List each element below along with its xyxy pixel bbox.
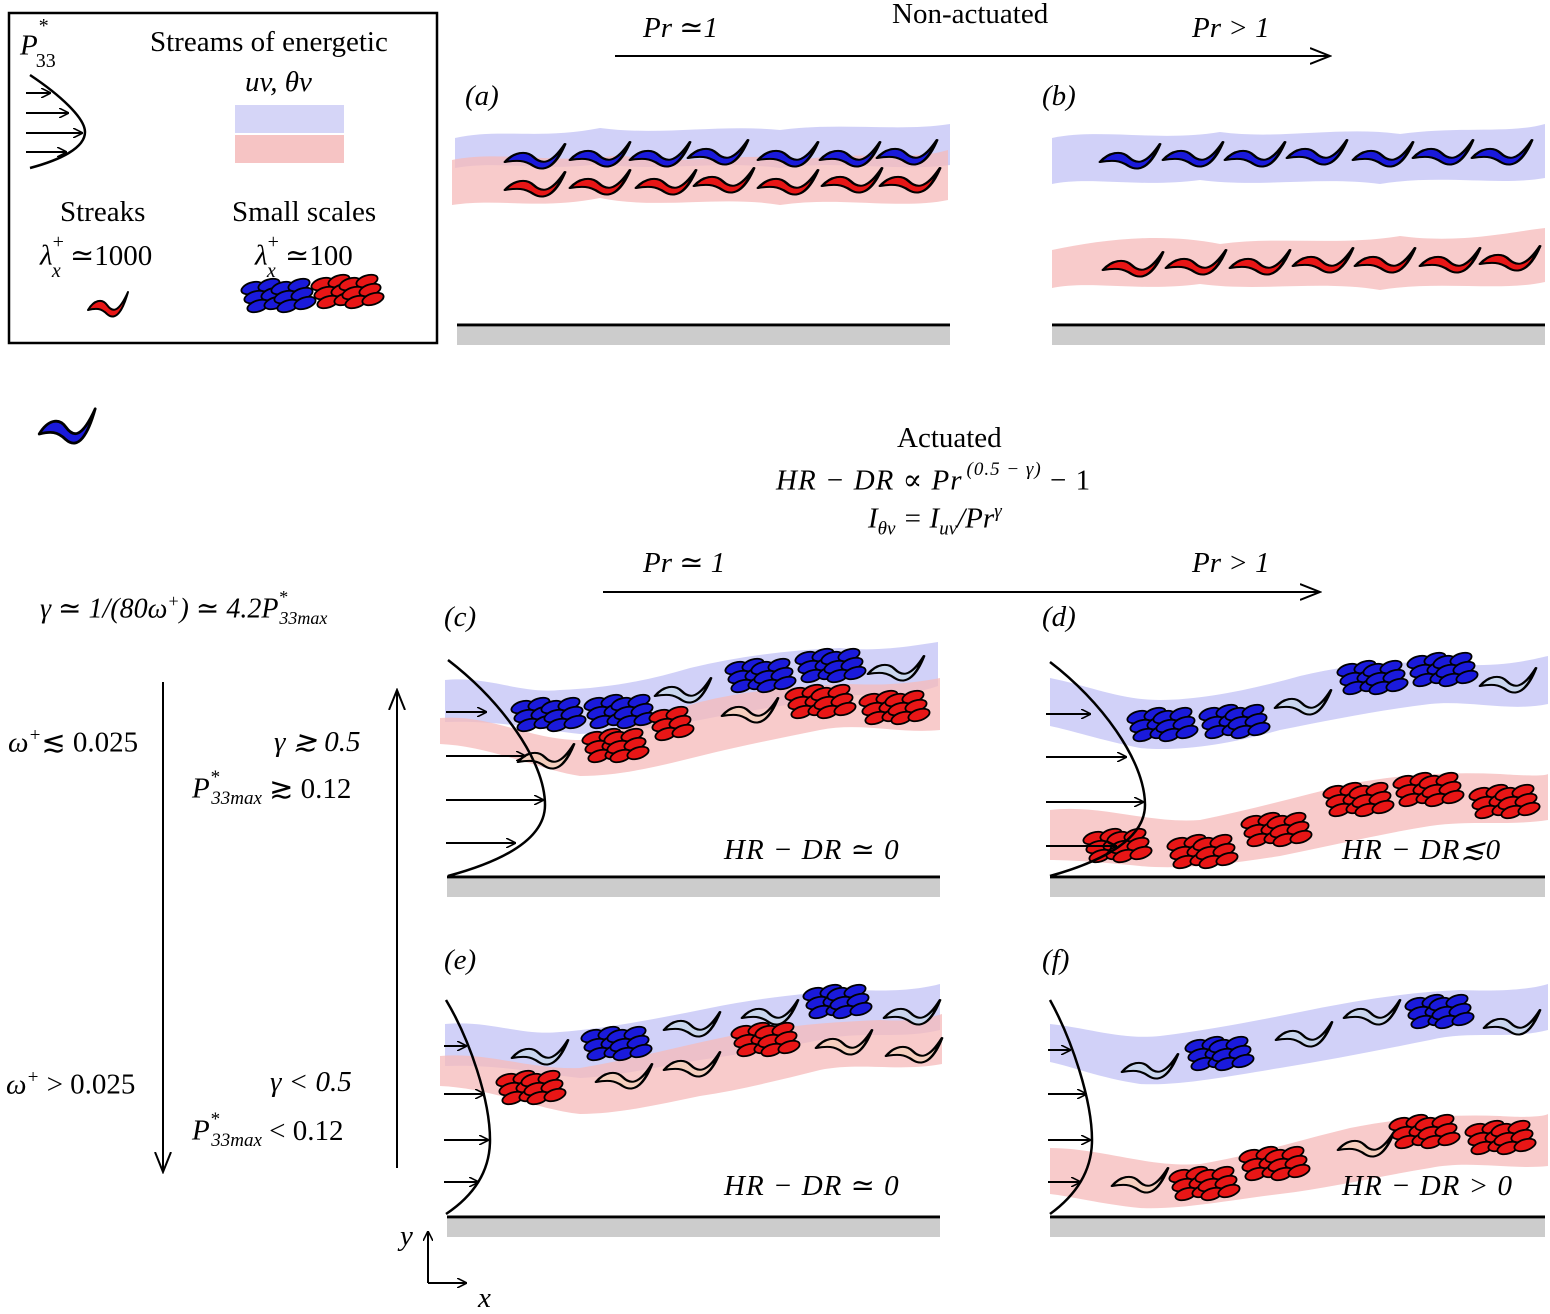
omega-low-label: ω+≲ 0.025: [8, 725, 139, 759]
panel-d-profile-arrows: [1046, 714, 1143, 846]
gamma-high-label: γ ≳ 0.5: [274, 726, 361, 758]
velocity-profile-icon: [29, 73, 87, 170]
xy-axes: [428, 1232, 466, 1283]
panel-e: [440, 981, 944, 1237]
non-actuated-heading: Non-actuated: [892, 0, 1049, 30]
panel-e-profile-arrows: [444, 1046, 488, 1182]
panel-f-profile-arrows: [1048, 1050, 1090, 1182]
p33-low-label: P*33max < 0.12: [192, 1109, 344, 1152]
x-axis-label: x: [478, 1282, 491, 1314]
panel-c-label: (c): [444, 601, 477, 633]
panel-c-hr-dr: HR − DR ≃ 0: [724, 834, 900, 866]
gamma-relation: γ ≃ 1/(80ω+) ≃ 4.2P*33max: [40, 587, 328, 628]
panel-f-wall: [1050, 1219, 1545, 1237]
panel-b: [1052, 124, 1545, 345]
legend-streaks-title: Streaks: [60, 196, 146, 228]
middle-pr-right: Pr > 1: [1192, 547, 1270, 579]
panel-e-hr-dr: HR − DR ≃ 0: [724, 1170, 900, 1202]
panel-b-label: (b): [1042, 80, 1076, 112]
panel-f-label: (f): [1042, 944, 1070, 976]
top-pr-left: Pr ≃1: [643, 12, 719, 44]
panel-c: [440, 642, 940, 897]
hr-dr-formula: HR − DR ∝ Pr(0.5 − γ) − 1: [776, 459, 1092, 497]
panel-a-label: (a): [465, 80, 499, 112]
intensity-relation: Iθv = Iuv/Prγ: [868, 501, 1002, 540]
middle-pr-left: Pr ≃ 1: [643, 547, 726, 579]
panel-a-red-band: [452, 150, 948, 205]
panel-a-wall: [457, 327, 950, 345]
legend-blue-band: [235, 105, 344, 133]
panel-e-velocity-profile: [444, 999, 492, 1216]
panel-e-label: (e): [444, 944, 477, 976]
legend-streams-title: Streams of energetic: [150, 26, 388, 58]
panel-f-hr-dr: HR − DR > 0: [1342, 1170, 1513, 1202]
gamma-low-label: γ < 0.5: [270, 1066, 352, 1098]
legend-small-lambda: λ+x ≃100: [255, 231, 353, 283]
legend-blue-streak: [37, 407, 97, 445]
omega-high-label: ω+ > 0.025: [6, 1067, 136, 1101]
legend-red-band: [235, 135, 344, 163]
profile-arrows: [26, 93, 82, 152]
panel-c-velocity-profile: [447, 659, 547, 878]
legend-streaks-lambda: λ+x ≃1000: [40, 231, 153, 283]
panel-f-velocity-profile: [1048, 999, 1094, 1216]
top-pr-right: Pr > 1: [1192, 12, 1270, 44]
panel-a: [452, 124, 950, 345]
legend-p33-label: P*33: [20, 15, 56, 73]
panel-b-red-band: [1052, 228, 1545, 290]
panel-e-wall: [447, 1219, 940, 1237]
panel-d-label: (d): [1042, 601, 1076, 633]
y-axis-label: y: [400, 1220, 413, 1252]
panel-d-wall: [1050, 879, 1545, 897]
panel-c-profile-arrows: [446, 712, 543, 843]
legend-small-scales-title: Small scales: [232, 196, 377, 228]
p33-high-label: P*33max ≳ 0.12: [192, 767, 352, 810]
panel-d: [1046, 649, 1548, 897]
panel-f: [1048, 984, 1548, 1237]
panel-b-wall: [1052, 327, 1545, 345]
panel-c-wall: [447, 879, 940, 897]
actuated-heading: Actuated: [897, 422, 1002, 454]
legend-streams-vars: uv, θv: [245, 66, 312, 98]
panel-d-hr-dr: HR − DR≲0: [1342, 834, 1502, 866]
panel-d-velocity-profile: [1049, 661, 1147, 878]
legend-box: [7, 11, 439, 445]
